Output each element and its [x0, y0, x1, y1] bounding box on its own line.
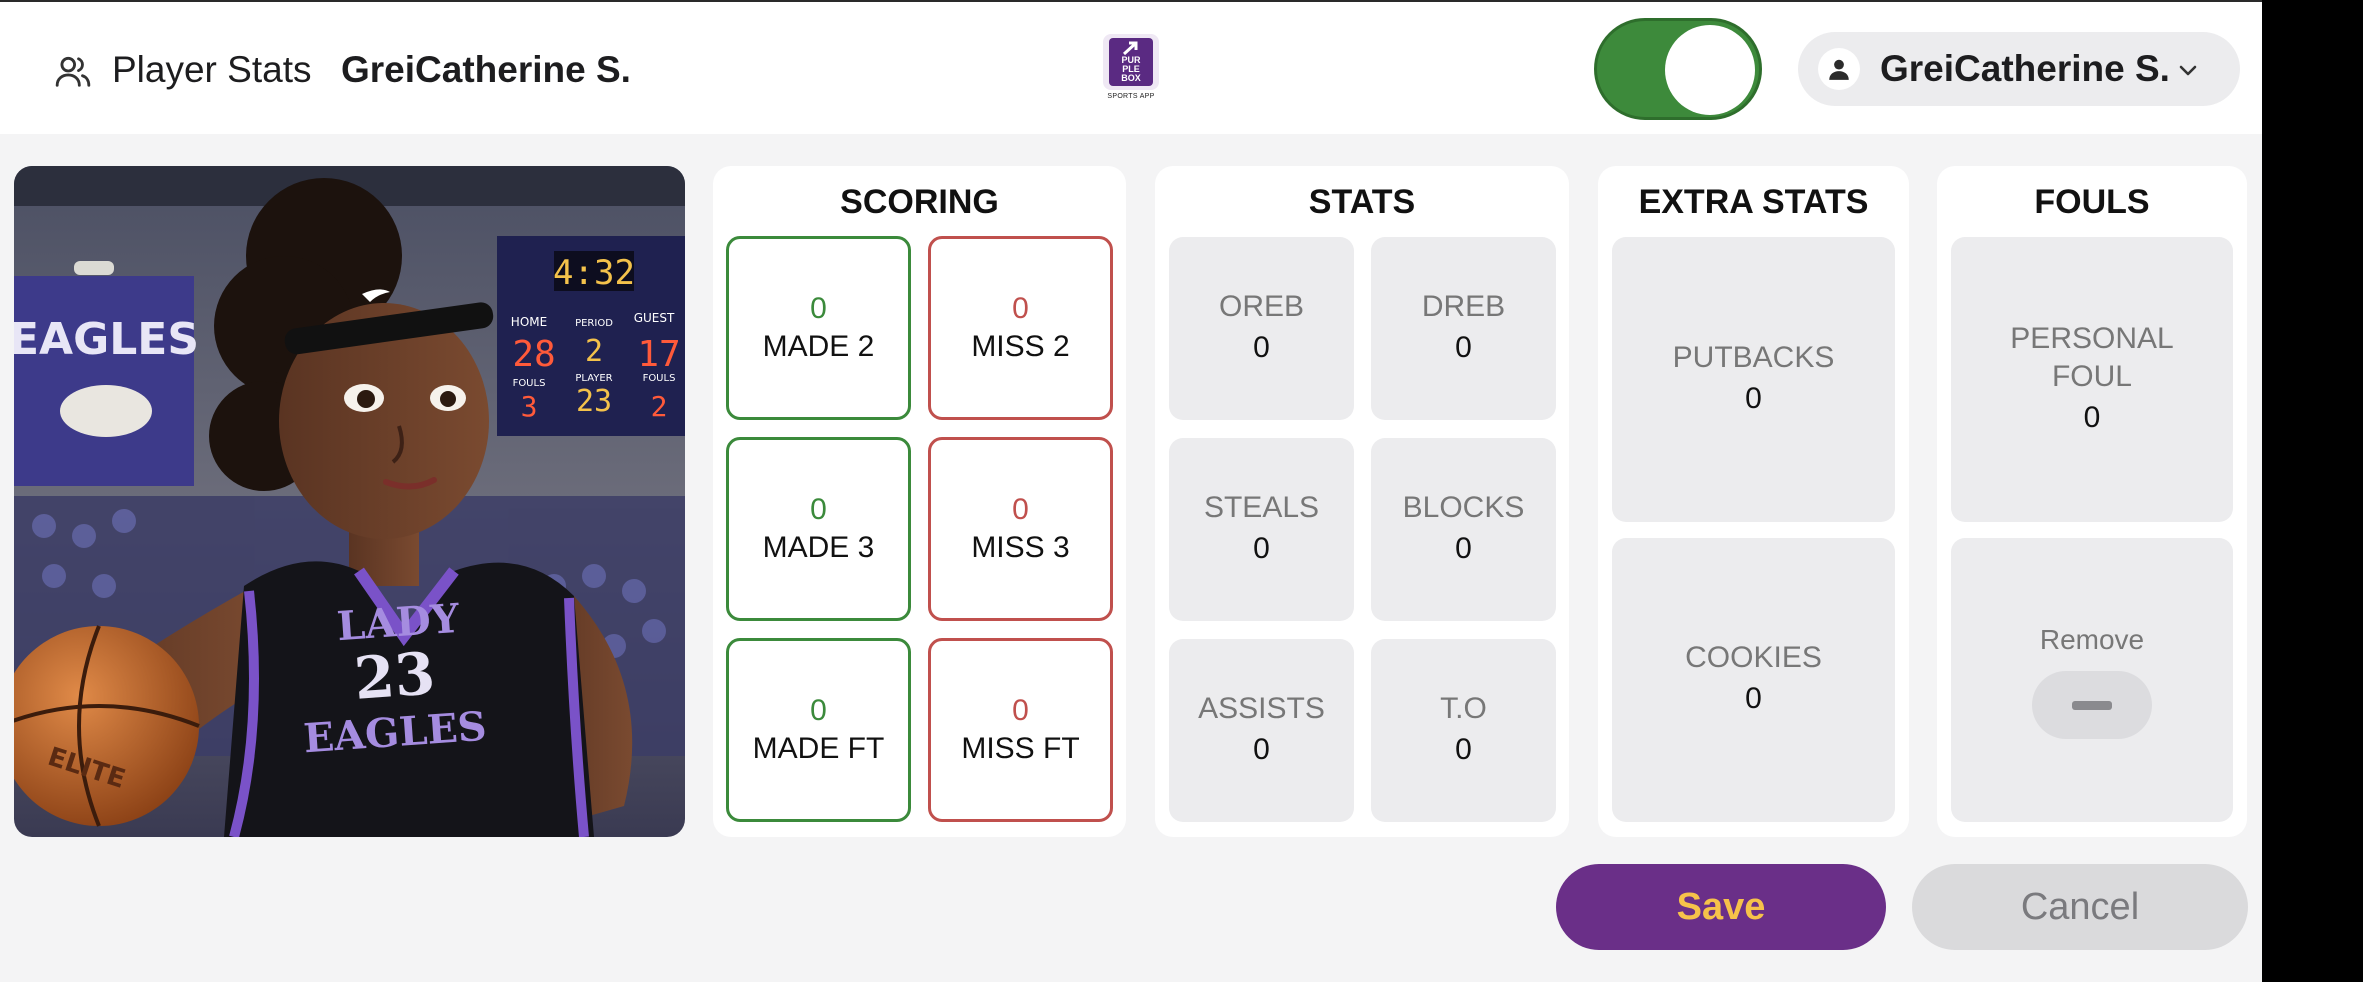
miss-2-button[interactable]: 0 MISS 2	[928, 236, 1113, 420]
assists-count: 0	[1253, 732, 1270, 766]
user-menu-button[interactable]: GreiCatherine S.	[1798, 32, 2240, 106]
cookies-label: COOKIES	[1685, 641, 1822, 674]
made-ft-label: MADE FT	[752, 732, 885, 765]
user-menu-name: GreiCatherine S.	[1880, 48, 2170, 89]
miss-3-label: MISS 3	[971, 531, 1070, 564]
turnovers-button[interactable]: T.O 0	[1371, 639, 1556, 822]
stats-panel: STATS OREB 0 DREB 0 STEALS 0 BLOCKS 0 AS…	[1155, 166, 1569, 837]
mode-toggle[interactable]	[1594, 18, 1762, 120]
personal-foul-count: 0	[2083, 400, 2101, 434]
remove-foul-button[interactable]	[2032, 671, 2152, 739]
scoreboard-player: 23	[576, 384, 612, 419]
scoreboard-guest-label: GUEST	[634, 311, 675, 325]
save-button[interactable]: Save	[1556, 864, 1886, 950]
cookies-button[interactable]: COOKIES 0	[1612, 538, 1895, 822]
person-icon	[1829, 59, 1849, 80]
miss-2-label: MISS 2	[971, 330, 1070, 363]
chevron-down-icon	[2179, 65, 2197, 76]
extra-stats-panel: EXTRA STATS PUTBACKS 0 COOKIES 0	[1598, 166, 1909, 837]
avatar	[1818, 48, 1860, 90]
page-title: Player Stats	[112, 49, 312, 90]
blocks-button[interactable]: BLOCKS 0	[1371, 438, 1556, 621]
made-3-button[interactable]: 0 MADE 3	[726, 437, 911, 621]
oreb-button[interactable]: OREB 0	[1169, 237, 1354, 420]
jersey-number: 23	[352, 639, 437, 712]
logo-line: PLE	[1122, 64, 1140, 74]
scoreboard-guest: 17	[637, 334, 680, 375]
miss-ft-label: MISS FT	[961, 732, 1080, 765]
putbacks-count: 0	[1745, 381, 1762, 415]
player-name: GreiCatherine S.	[341, 49, 631, 90]
putbacks-label: PUTBACKS	[1672, 340, 1835, 374]
user-outline-icon	[55, 56, 91, 87]
miss-ft-button[interactable]: 0 MISS FT	[928, 638, 1113, 822]
basketball	[14, 626, 199, 826]
banner-text: EAGLES	[14, 314, 199, 365]
miss-3-count: 0	[1012, 493, 1029, 526]
made-2-label: MADE 2	[762, 330, 875, 363]
fouls-title: FOULS	[2034, 183, 2150, 221]
personal-foul-button[interactable]: PERSONAL FOUL 0	[1951, 237, 2233, 522]
player-photo: EAGLES 4:32 HOME PERIOD GUEST 28 2 17 FO…	[14, 166, 685, 837]
stats-title: STATS	[1308, 183, 1416, 221]
logo-line: PUR	[1121, 55, 1141, 65]
assists-label: ASSISTS	[1198, 691, 1325, 725]
made-ft-count: 0	[810, 694, 827, 727]
miss-ft-count: 0	[1012, 694, 1029, 727]
player-stats-screen: Player Stats GreiCatherine S. PUR PLE BO…	[0, 0, 2262, 982]
scoring-panel: SCORING 0 MADE 2 0 MISS 2 0 MADE 3 0 MIS…	[713, 166, 1126, 837]
jersey-text: LADY	[335, 595, 461, 650]
scoreboard-fouls-label-guest: FOULS	[643, 373, 676, 384]
dreb-label: DREB	[1421, 289, 1506, 323]
dreb-button[interactable]: DREB 0	[1371, 237, 1556, 420]
turnovers-label: T.O	[1440, 691, 1487, 725]
made-3-count: 0	[810, 493, 827, 526]
blocks-label: BLOCKS	[1402, 490, 1525, 524]
oreb-count: 0	[1253, 330, 1270, 364]
scoring-title: SCORING	[840, 183, 999, 221]
minus-icon	[2072, 700, 2112, 710]
steals-button[interactable]: STEALS 0	[1169, 438, 1354, 621]
made-3-label: MADE 3	[762, 531, 875, 564]
player-illustration: EAGLES 4:32 HOME PERIOD GUEST 28 2 17 FO…	[14, 166, 685, 837]
assists-button[interactable]: ASSISTS 0	[1169, 639, 1354, 822]
oreb-label: OREB	[1218, 289, 1305, 323]
extra-stats-title: EXTRA STATS	[1638, 183, 1869, 221]
arrow-up-right-icon	[1122, 41, 1138, 56]
remove-foul-tile: Remove	[1951, 538, 2233, 822]
fouls-panel: FOULS PERSONAL FOUL 0 Remove	[1937, 166, 2247, 837]
made-2-count: 0	[810, 292, 827, 325]
steals-count: 0	[1253, 531, 1270, 565]
top-bar: Player Stats GreiCatherine S. PUR PLE BO…	[0, 0, 2262, 134]
scoreboard-home: 28	[512, 334, 555, 375]
logo-mark: PUR PLE BOX	[1103, 34, 1159, 90]
personal-foul-label: PERSONAL FOUL	[2010, 321, 2174, 393]
turnovers-count: 0	[1455, 732, 1472, 766]
logo-caption: SPORTS APP	[1107, 93, 1155, 100]
logo-line: BOX	[1121, 73, 1141, 83]
toggle-knob[interactable]	[1665, 25, 1755, 115]
app-logo: PUR PLE BOX SPORTS APP	[1103, 34, 1159, 106]
miss-2-count: 0	[1012, 292, 1029, 325]
scoreboard-period-label: PERIOD	[575, 318, 613, 329]
dreb-count: 0	[1455, 330, 1472, 364]
made-ft-button[interactable]: 0 MADE FT	[726, 638, 911, 822]
blocks-count: 0	[1455, 531, 1472, 565]
putbacks-button[interactable]: PUTBACKS 0	[1612, 237, 1895, 522]
scoreboard-fouls-guest: 2	[651, 390, 668, 423]
scoreboard-period: 2	[585, 334, 603, 369]
miss-3-button[interactable]: 0 MISS 3	[928, 437, 1113, 621]
steals-label: STEALS	[1203, 490, 1320, 524]
scoreboard-fouls-label: FOULS	[513, 378, 546, 389]
scoreboard-player-label: PLAYER	[575, 373, 612, 384]
made-2-button[interactable]: 0 MADE 2	[726, 236, 911, 420]
scoreboard-home-label: HOME	[511, 315, 547, 329]
cancel-button[interactable]: Cancel	[1912, 864, 2248, 950]
remove-label: Remove	[2039, 624, 2145, 655]
cookies-count: 0	[1745, 682, 1762, 715]
scoreboard-fouls-home: 3	[521, 390, 538, 423]
scoreboard-clock: 4:32	[553, 253, 635, 293]
